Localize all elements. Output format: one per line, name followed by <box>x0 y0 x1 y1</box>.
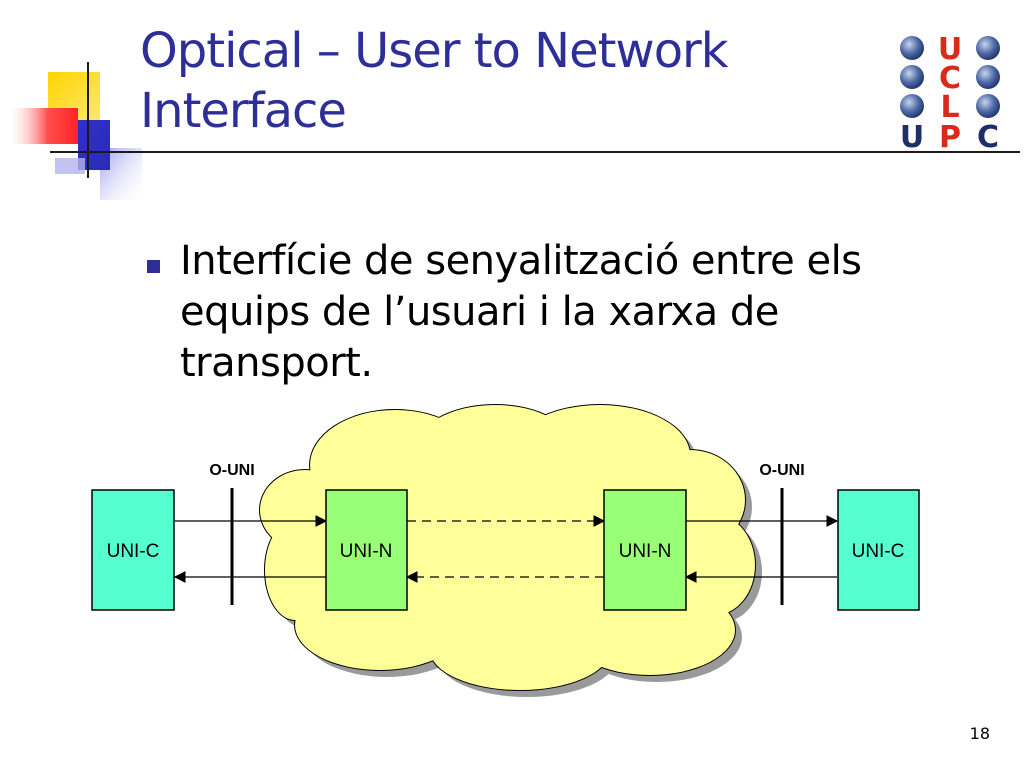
title-underline <box>65 151 1020 153</box>
uni-n-label-left: UNI-N <box>340 541 393 562</box>
uni-c-box-left <box>91 489 175 611</box>
uni-n-box-right <box>603 489 687 611</box>
bullet-list: Interfície de senyalització entre els eq… <box>142 236 922 390</box>
left-o-uni-label: O-UNI <box>209 462 254 479</box>
uni-c-label-right: UNI-C <box>852 541 905 562</box>
uni-c-label-left: UNI-C <box>107 541 160 562</box>
logo-letter-p: P <box>939 120 961 154</box>
title-line-1: Optical – User to Network <box>140 23 729 79</box>
bullet-item: Interfície de senyalització entre els eq… <box>142 236 922 390</box>
uclupc-logo-icon: U C L U P C <box>900 34 1000 154</box>
bullet-square-icon <box>147 260 160 273</box>
bullet-text: Interfície de senyalització entre els eq… <box>180 238 862 387</box>
logo-letter-c: C <box>939 61 961 96</box>
uni-c-box-right <box>837 489 920 611</box>
uni-n-label-right: UNI-N <box>619 541 672 562</box>
uni-n-box-left <box>325 489 408 611</box>
decorative-squares-icon <box>10 62 150 200</box>
slide-title: Optical – User to Network Interface <box>140 22 840 141</box>
logo-letter-u2: U <box>900 120 924 154</box>
title-line-2: Interface <box>140 82 347 139</box>
logo-letter-l: L <box>940 90 959 125</box>
logo-letter-u: U <box>938 34 962 67</box>
right-o-uni-label: O-UNI <box>759 462 804 479</box>
o-uni-diagram: O-UNI O-UNI UNI-C UNI-N UNI-N UNI-C <box>91 404 920 697</box>
logo-letter-c2: C <box>977 120 999 154</box>
slide-number: 18 <box>969 724 990 743</box>
